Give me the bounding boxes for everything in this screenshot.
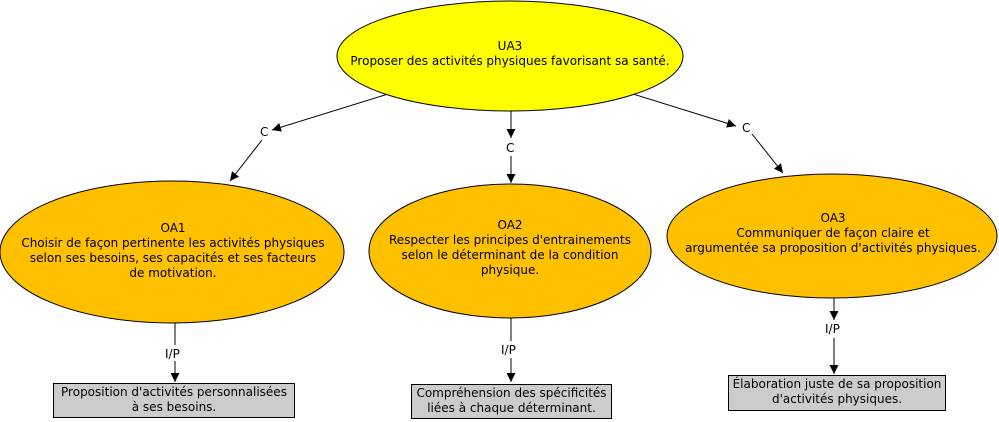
edge-root-oa3-upper [632,93,737,128]
objective-node-oa1 [0,180,345,324]
objective-node-oa2 [368,183,652,319]
objective-line: de motivation. [129,266,217,280]
objective-line: selon le déterminant de la condition [401,248,619,262]
edge-label-oa2: C [505,141,516,155]
objective-line: Communiquer de façon claire et [736,226,930,240]
objective-title: OA1 [160,221,186,235]
link-label-oa3: I/P [824,322,841,336]
result-line: Élaboration juste de sa proposition [732,377,942,391]
edge-label-oa1: C [259,125,270,139]
result-line: Compréhension des spécificités [416,386,607,400]
objective-line: selon ses besoins, ses capacités et ses … [29,251,317,265]
root-node [336,0,684,112]
objective-label-oa1: OA1 Choisir de façon pertinente les acti… [8,221,338,281]
result-line: Proposition d'activités personnalisées [61,385,287,399]
objective-line: physique. [480,263,540,277]
edge-label-oa3: C [741,121,752,135]
result-line: liées à chaque déterminant. [427,401,596,415]
objective-line: Respecter les principes d'entrainements [389,233,631,247]
root-node-label: UA3 Proposer des activités physiques fav… [337,39,683,69]
objective-line: Choisir de façon pertinente les activité… [21,236,325,250]
edge-root-oa1-upper [271,93,389,132]
link-label-oa2: I/P [500,343,517,357]
result-line: d'activités physiques. [771,392,903,406]
root-title: UA3 [497,39,523,53]
objective-line: argumentée sa proposition d'activités ph… [685,241,981,255]
objective-label-oa3: OA3 Communiquer de façon claire et argum… [672,211,994,256]
result-box-oa3: Élaboration juste de sa proposition d'ac… [728,375,946,411]
objective-title: OA2 [497,218,523,232]
root-text: Proposer des activités physiques favoris… [350,54,670,68]
objective-label-oa2: OA2 Respecter les principes d'entraineme… [375,218,645,278]
link-label-oa1: I/P [164,347,181,361]
result-box-oa2: Compréhension des spécificités liées à c… [411,384,612,419]
result-line: à ses besoins. [131,400,217,414]
edge-root-oa1-lower [229,139,263,182]
result-box-oa1: Proposition d'activités personnalisées à… [53,383,295,418]
edge-root-oa3-lower [751,133,784,174]
objective-title: OA3 [820,211,846,225]
objective-node-oa3 [666,173,998,299]
